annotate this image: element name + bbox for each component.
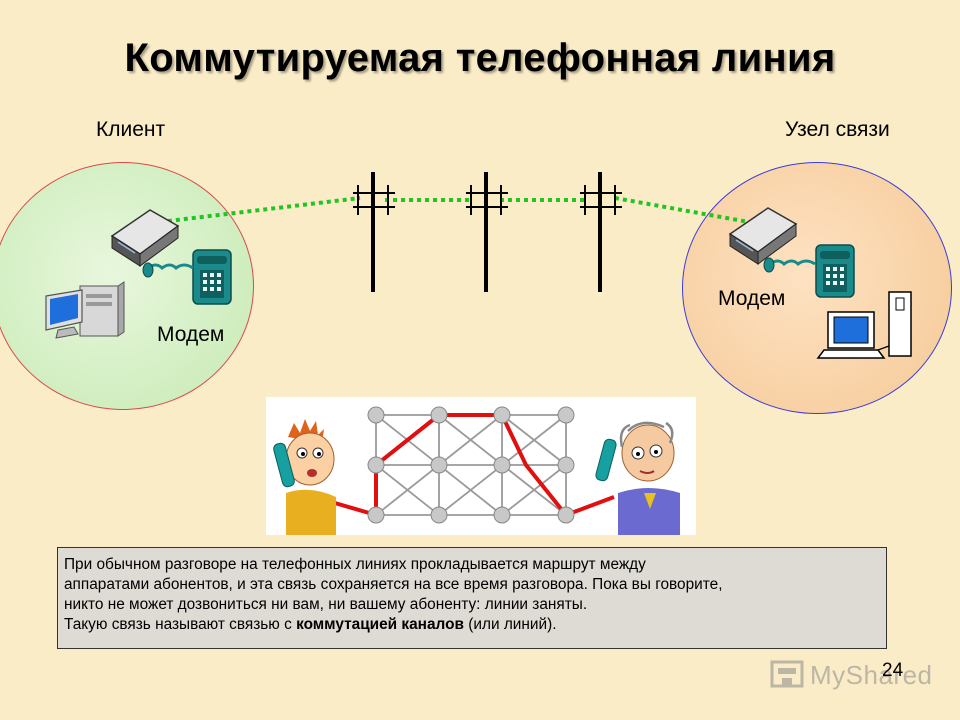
pole-1 <box>353 172 395 292</box>
page-title: Коммутируемая телефонная линия <box>124 36 836 80</box>
info-line-3: никто не может дозвониться ни вам, ни ва… <box>64 596 588 613</box>
info-line-4-prefix: Такую связь называют связью с <box>64 616 297 633</box>
network-links <box>375 414 567 516</box>
client-label: Клиент <box>96 118 166 141</box>
info-line-2: аппаратами абонентов, и эта связь сохран… <box>64 576 723 593</box>
left-caller-icon <box>273 419 336 535</box>
info-line-4-bold: коммутацией каналов <box>296 616 464 633</box>
info-line-4-suffix: (или линий). <box>463 616 557 633</box>
telephone-left-icon <box>142 249 232 305</box>
pole-3 <box>580 172 622 292</box>
dotted-line-right <box>614 196 761 226</box>
node-label: Узел связи <box>785 118 890 141</box>
modem-right-icon <box>728 207 798 265</box>
modem-left-label: Модем <box>157 323 225 346</box>
right-caller-icon <box>595 421 680 535</box>
info-text-box: При обычном разговоре на телефонных лини… <box>57 547 887 649</box>
computer-right-icon <box>816 291 912 359</box>
info-line-1: При обычном разговоре на телефонных лини… <box>64 556 646 573</box>
telephone-right-icon <box>763 244 855 298</box>
network-nodes <box>367 406 575 524</box>
info-line-4: Такую связь называют связью с коммутацие… <box>64 615 880 635</box>
page-number: 24 <box>882 660 904 681</box>
watermark-logo: MyShared <box>768 656 932 696</box>
circuit-switching-illustration <box>266 397 696 535</box>
switching-network-svg <box>273 406 680 535</box>
watermark-icon <box>770 660 804 688</box>
modem-right-label: Модем <box>718 287 786 310</box>
computer-left-icon <box>45 281 125 339</box>
dotted-line-left <box>159 196 361 224</box>
modem-left-icon <box>110 209 180 267</box>
watermark-text: MyShared <box>810 660 933 690</box>
pole-2 <box>466 172 508 292</box>
